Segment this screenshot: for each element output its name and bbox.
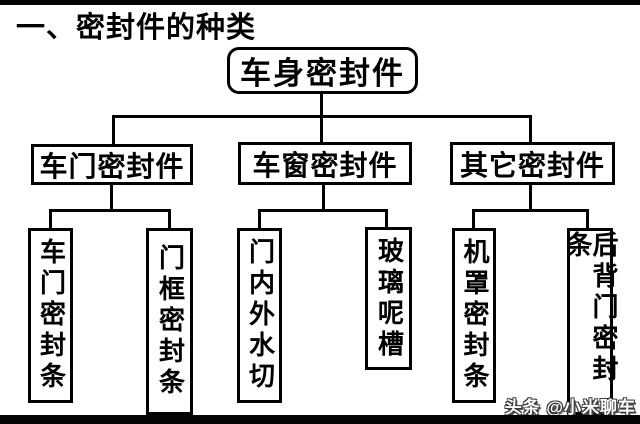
leaf-door-seal-strip-label: 车门密封条 — [36, 238, 66, 393]
connector-root-stub — [320, 93, 323, 117]
connector-group3-child1-stub — [472, 209, 475, 228]
leaf-door-water-cut-label: 门内外水切 — [245, 238, 275, 393]
leaf-tailgate-seal-strip-label: 后背门密封条 — [563, 231, 618, 386]
leaf-glass-run-channel-label: 玻璃呢槽 — [374, 236, 404, 361]
connector-group1-horizontal — [49, 209, 171, 212]
node-other-seals-label: 其它密封件 — [459, 150, 605, 182]
leaf-hood-seal-strip-label: 机罩密封条 — [460, 238, 489, 393]
connector-level1-stub-right — [529, 115, 532, 143]
connector-group2-stub — [322, 185, 325, 211]
leaf-door-water-cut: 门内外水切 — [237, 228, 282, 403]
node-body-seals: 车身密封件 — [227, 47, 418, 94]
leaf-door-frame-seal-strip: 门框密封条 — [146, 228, 193, 415]
connector-group1-stub — [110, 185, 113, 211]
node-door-seals-label: 车门密封件 — [39, 151, 185, 183]
leaf-door-seal-strip: 车门密封条 — [28, 228, 73, 403]
top-border-bar — [0, 0, 640, 5]
connector-group3-child2-stub — [586, 209, 589, 228]
connector-group1-child1-stub — [49, 209, 52, 228]
bottom-border-bar — [0, 415, 640, 424]
leaf-hood-seal-strip: 机罩密封条 — [452, 228, 496, 403]
node-other-seals: 其它密封件 — [450, 142, 615, 185]
connector-group2-child2-stub — [385, 209, 388, 227]
leaf-tailgate-seal-strip: 后背门密封条 — [563, 228, 618, 415]
node-window-seals-label: 车窗密封件 — [252, 150, 398, 182]
page-title: 一、密封件的种类 — [16, 12, 257, 44]
toutiao-watermark: 头条 @小米聊车 — [504, 398, 636, 417]
connector-group3-horizontal — [472, 209, 589, 212]
leaf-door-frame-seal-strip-label: 门框密封条 — [155, 244, 185, 399]
node-window-seals: 车窗密封件 — [238, 142, 412, 185]
connector-group2-horizontal — [258, 209, 388, 212]
node-door-seals: 车门密封件 — [31, 144, 193, 185]
connector-group2-child1-stub — [258, 209, 261, 228]
connector-level1-stub-left — [112, 115, 115, 145]
connector-group1-child2-stub — [168, 209, 171, 228]
node-body-seals-label: 车身密封件 — [240, 56, 405, 91]
leaf-glass-run-channel: 玻璃呢槽 — [365, 227, 412, 370]
connector-level1-stub-middle — [320, 115, 323, 143]
connector-group3-stub — [529, 185, 532, 211]
